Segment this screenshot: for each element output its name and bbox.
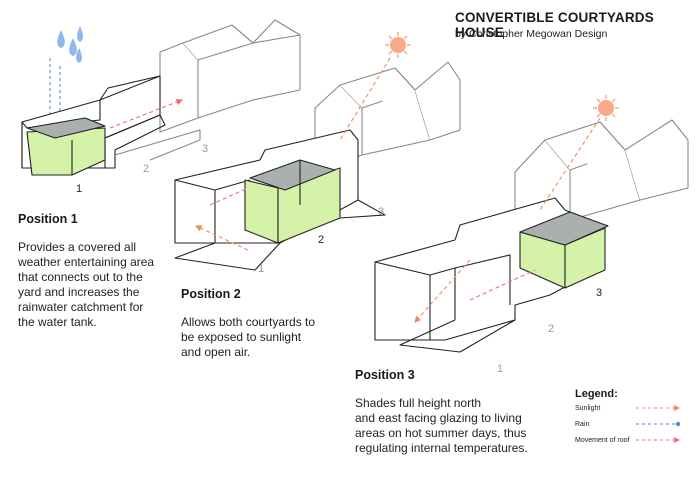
desc-line: Provides a covered all: [18, 240, 137, 254]
d3-label-2: 2: [548, 323, 554, 335]
page-subtitle: by Christopher Megowan Design: [455, 28, 608, 40]
d1-label-2: 2: [143, 163, 149, 175]
legend-label-rain: Rain: [575, 421, 590, 428]
d3-label-3: 3: [596, 287, 602, 299]
position-1-description: Provides a covered all weather entertain…: [18, 240, 154, 330]
desc-line: Allows both courtyards to: [181, 315, 316, 329]
diagram-position-2: 2 1 3: [174, 32, 461, 275]
page-title: CONVERTIBLE COURTYARDS HOUSE: [455, 10, 654, 40]
d2-label-3: 3: [378, 206, 384, 218]
desc-line: that connects out to the: [18, 270, 143, 284]
desc-line: and east facing glazing to living: [355, 411, 522, 425]
sun-icon: [385, 32, 411, 58]
desc-line: weather entertaining area: [18, 255, 155, 269]
desc-line: the water tank.: [18, 315, 97, 329]
position-3-heading: Position 3: [355, 368, 415, 382]
d1-label-3: 3: [202, 143, 208, 155]
roof-3: [519, 211, 609, 246]
position-1-heading: Position 1: [18, 212, 78, 226]
roof-2: [249, 159, 336, 191]
desc-line: Shades full height north: [355, 396, 482, 410]
desc-line: rainwater catchment for: [18, 300, 144, 314]
desc-line: regulating internal temperatures.: [355, 441, 528, 455]
desc-line: and open air.: [181, 345, 251, 359]
sun-icon: [593, 95, 619, 121]
diagram-position-1: 1 2 3: [21, 19, 301, 195]
legend-title: Legend:: [575, 388, 618, 400]
position-3-description: Shades full height north and east facing…: [355, 396, 528, 456]
desc-line: be exposed to sunlight: [181, 330, 302, 344]
diagram-position-3: 3 2 1: [374, 95, 689, 375]
rain-drops-icon: [57, 26, 83, 63]
d3-label-1: 1: [497, 363, 503, 375]
d2-label-1: 1: [258, 263, 264, 275]
legend-label-sunlight: Sunlight: [575, 405, 601, 412]
roof-1: [26, 117, 106, 139]
desc-line: areas on hot summer days, thus: [355, 426, 527, 440]
position-2-heading: Position 2: [181, 287, 241, 301]
legend-label-roof-movement: Movement of roof: [575, 437, 630, 444]
d2-label-2: 2: [318, 234, 324, 246]
d1-label-1: 1: [76, 183, 82, 195]
legend-swatches: [636, 405, 681, 443]
desc-line: yard and increases the: [18, 285, 140, 299]
position-2-description: Allows both courtyards to be exposed to …: [181, 315, 315, 360]
